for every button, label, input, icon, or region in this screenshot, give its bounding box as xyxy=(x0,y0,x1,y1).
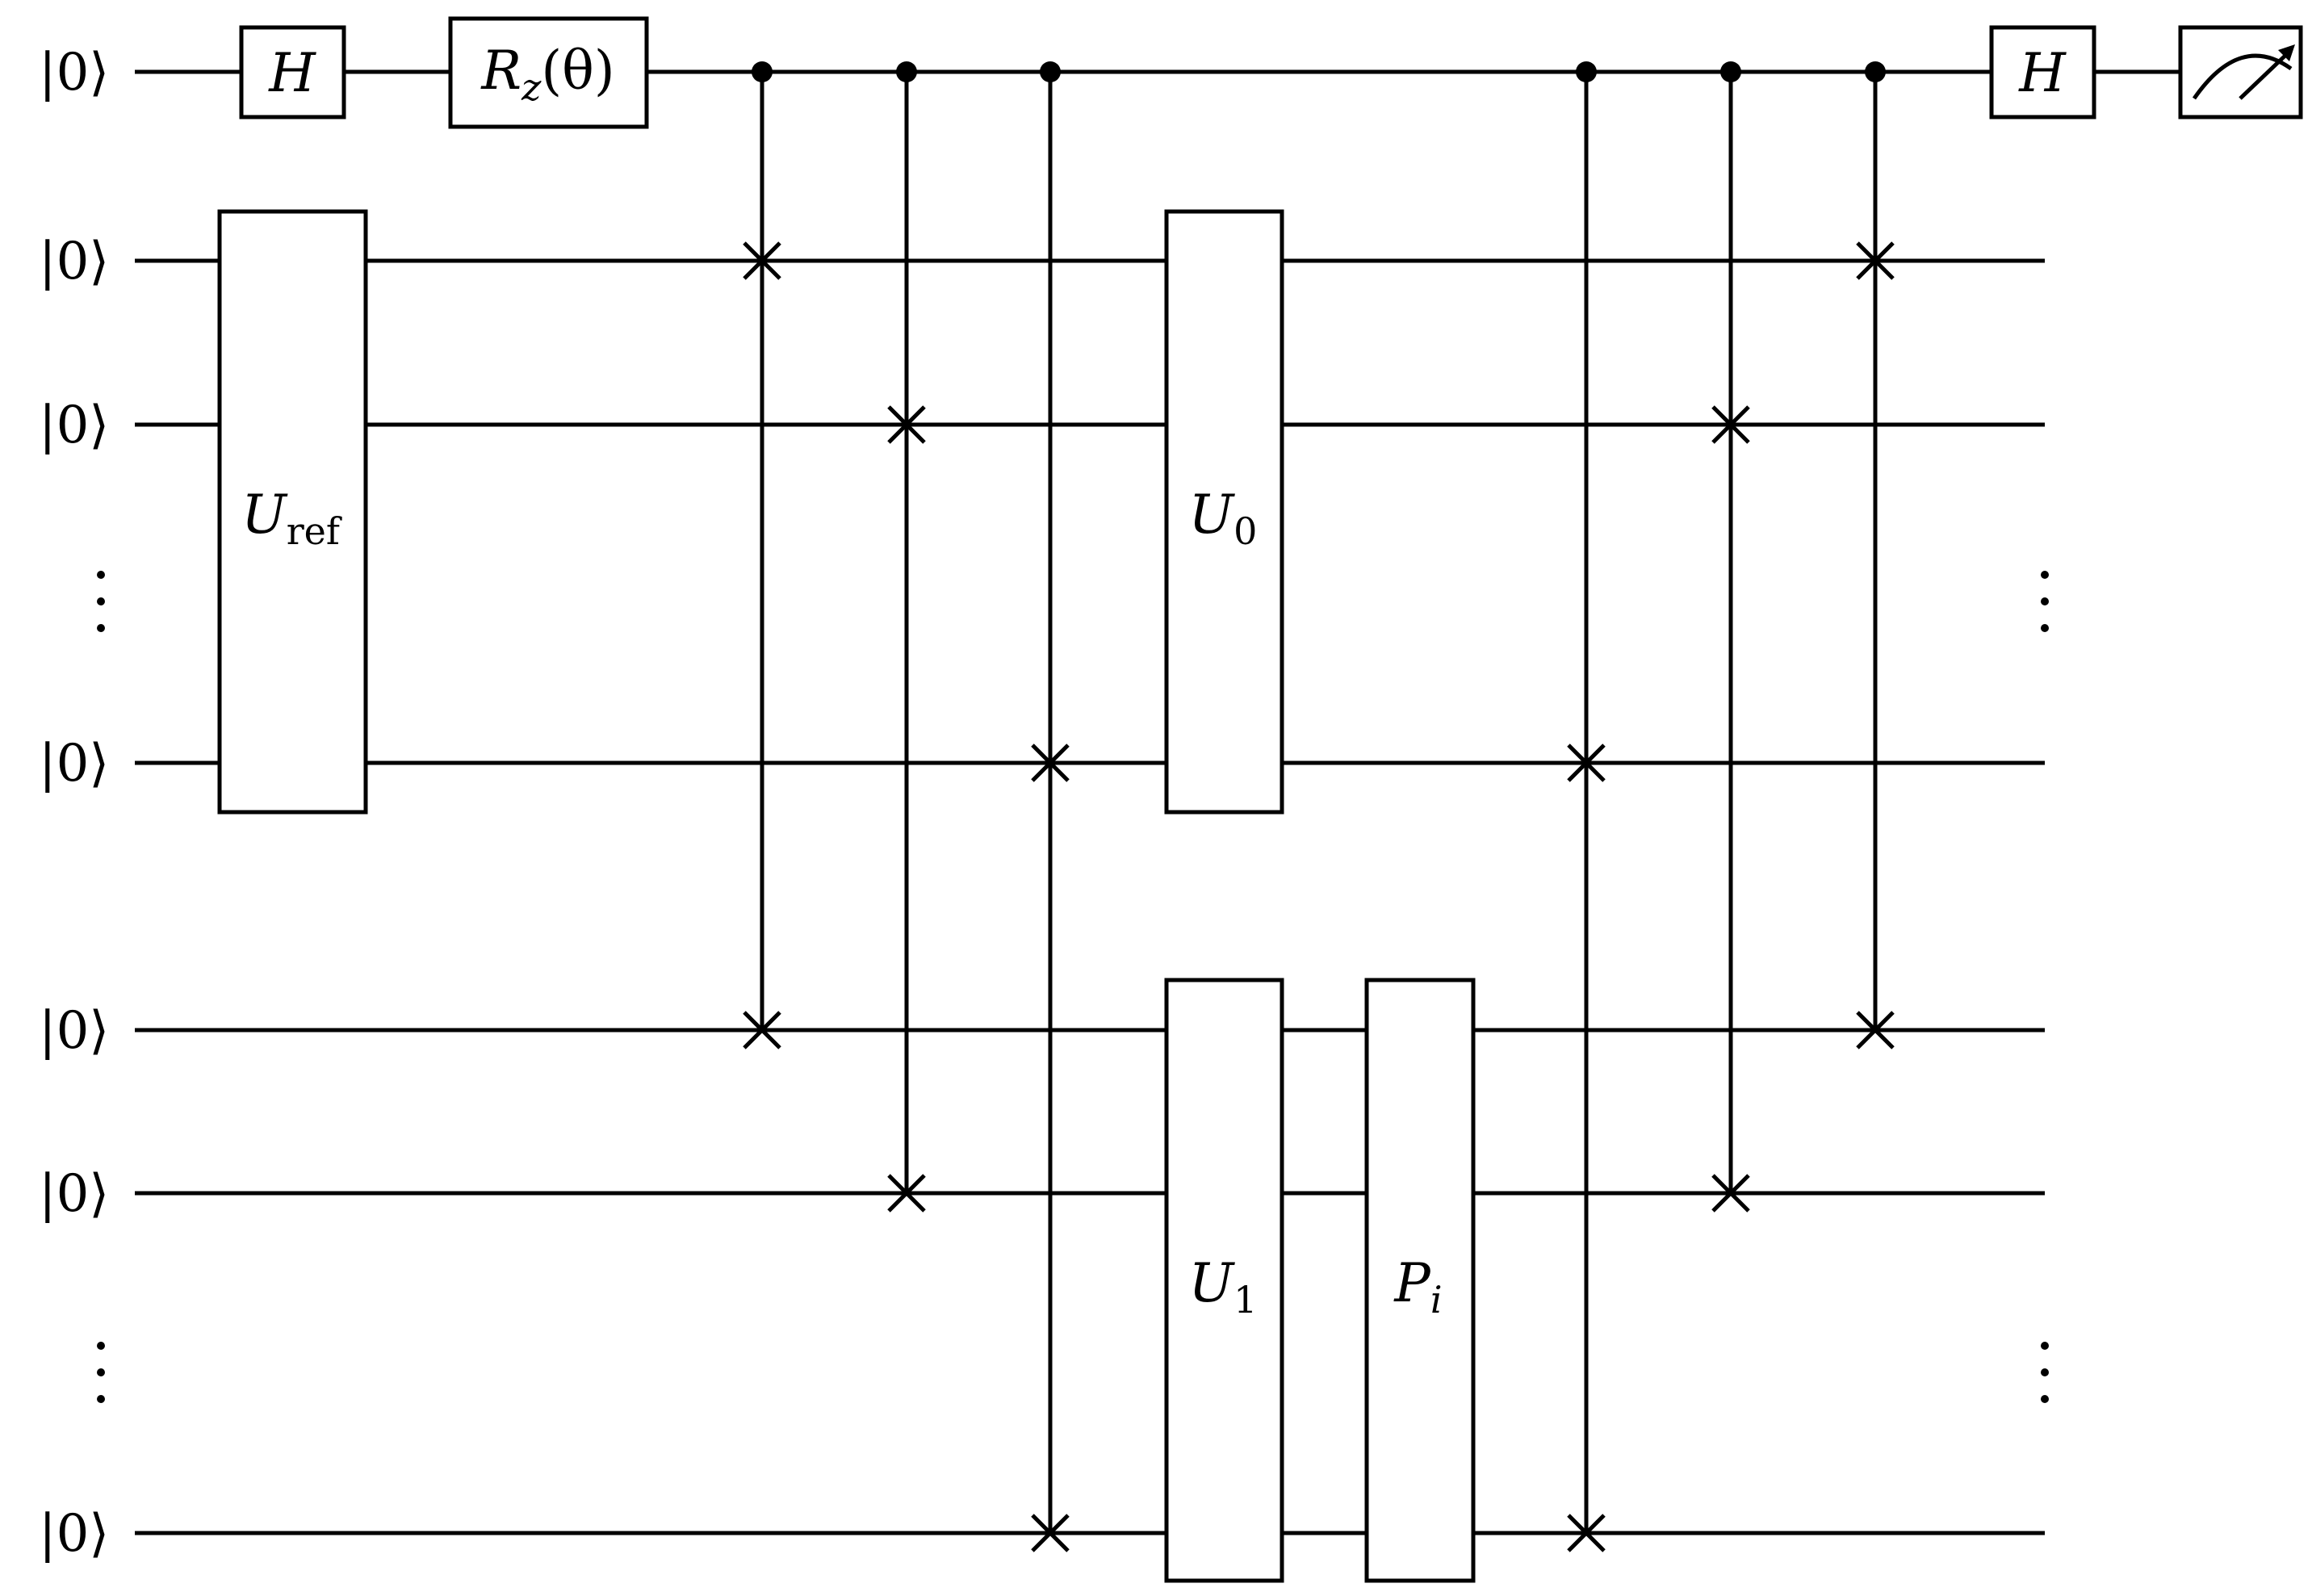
u1-label: U xyxy=(1189,1252,1236,1314)
vdots-left-top xyxy=(97,571,105,632)
p-i-sub: i xyxy=(1430,1278,1443,1322)
measurement-gate xyxy=(2178,25,2303,119)
swap-x-mark xyxy=(887,405,926,444)
swap-x-mark xyxy=(1711,1174,1750,1213)
u-ref-sub: ref xyxy=(287,509,342,553)
meter-icon xyxy=(2192,44,2295,100)
qubit-label: |0⟩ xyxy=(39,1001,109,1061)
qubit-label: |0⟩ xyxy=(39,1164,109,1224)
rz-sub: z xyxy=(521,65,542,109)
swap-x-mark xyxy=(1567,744,1606,782)
u0-label: U xyxy=(1189,484,1236,546)
svg-text:H: H xyxy=(2018,42,2067,104)
svg-text:Uref: Uref xyxy=(241,484,342,553)
swap-x-mark xyxy=(1031,744,1070,782)
qubit-label: |0⟩ xyxy=(39,43,109,103)
qubit-wires xyxy=(135,69,2184,1535)
qubit-label: |0⟩ xyxy=(39,734,109,794)
svg-text:H: H xyxy=(268,42,316,104)
swap-marks xyxy=(743,241,1895,1552)
vdots-right-top xyxy=(2041,571,2049,632)
u0-sub: 0 xyxy=(1233,509,1257,553)
vdots-right-bottom xyxy=(2041,1342,2049,1403)
qubit-label: |0⟩ xyxy=(39,232,109,291)
control-dot xyxy=(1576,61,1597,82)
qubit-labels: |0⟩ |0⟩ |0⟩ |0⟩ |0⟩ |0⟩ |0⟩ xyxy=(39,43,109,1564)
gate-u0: U0 xyxy=(1164,209,1284,815)
swap-x-mark xyxy=(1856,1011,1895,1049)
qubit-label: |0⟩ xyxy=(39,396,109,455)
qubit-label: |0⟩ xyxy=(39,1504,109,1564)
gate-h-2: H xyxy=(1989,25,2096,119)
control-dot xyxy=(752,61,773,82)
svg-text:Pi: Pi xyxy=(1393,1252,1442,1322)
control-dot xyxy=(896,61,917,82)
swap-x-mark xyxy=(1031,1514,1070,1552)
control-dots xyxy=(752,61,1886,82)
vdots-left-bottom xyxy=(97,1342,105,1403)
p-i-label: P xyxy=(1393,1252,1431,1314)
u1-sub: 1 xyxy=(1233,1278,1257,1322)
rz-arg: (θ) xyxy=(541,40,614,102)
u-ref-label: U xyxy=(241,484,288,546)
swap-x-mark xyxy=(1856,241,1895,280)
control-dot xyxy=(1865,61,1886,82)
gate-rz: Rz(θ) xyxy=(448,16,649,129)
control-lines xyxy=(760,72,1878,1533)
gate-u-ref: Uref xyxy=(217,209,368,815)
svg-text:Rz(θ): Rz(θ) xyxy=(480,40,614,109)
swap-x-mark xyxy=(743,1011,781,1049)
swap-x-mark xyxy=(1711,405,1750,444)
gate-p-i: Pi xyxy=(1364,978,1476,1583)
control-dot xyxy=(1720,61,1741,82)
swap-x-mark xyxy=(743,241,781,280)
rz-label: R xyxy=(480,40,521,102)
svg-text:U0: U0 xyxy=(1189,484,1258,553)
gate-u1: U1 xyxy=(1164,978,1284,1583)
gate-h-1: H xyxy=(239,25,346,119)
control-dot xyxy=(1040,61,1061,82)
swap-x-mark xyxy=(1567,1514,1606,1552)
swap-x-mark xyxy=(887,1174,926,1213)
svg-text:U1: U1 xyxy=(1189,1252,1258,1322)
